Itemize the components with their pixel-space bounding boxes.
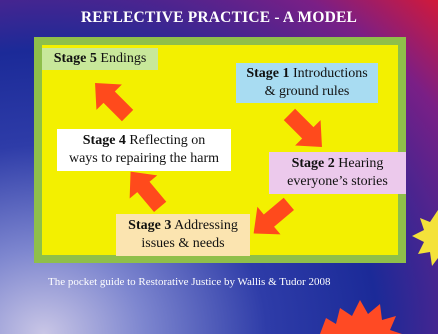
stage-4-label: Stage 4: [82, 133, 126, 148]
stage-3-label: Stage 3: [128, 218, 172, 233]
stage-3-box: Stage 3 Addressing issues & needs: [116, 214, 250, 256]
stage-2-text-line2: everyone’s stories: [287, 174, 388, 189]
red-starburst-shape: [320, 300, 402, 334]
stage-2-label: Stage 2: [291, 156, 335, 171]
stage-5-text: Endings: [100, 51, 147, 66]
source-citation: The pocket guide to Restorative Justice …: [48, 276, 331, 288]
stage-5-box: Stage 5 Endings: [42, 48, 158, 70]
arrow-stage3-to-stage4: [129, 171, 167, 212]
arrow-stage4-to-stage5: [95, 83, 134, 122]
arrow-stage1-to-stage2: [283, 108, 322, 147]
stage-1-box: Stage 1 Introductions & ground rules: [236, 63, 378, 103]
stage-5-label: Stage 5: [53, 51, 97, 66]
stage-2-text-line1: Hearing: [338, 156, 384, 171]
stage-1-text-line2: & ground rules: [264, 84, 350, 99]
stage-4-text-line2: ways to repairing the harm: [68, 151, 220, 166]
stage-4-text-line1: Reflecting on: [129, 133, 206, 148]
yellow-starburst-shape: [412, 210, 438, 266]
arrow-stage2-to-stage3: [253, 197, 294, 235]
stage-3-text-line1: Addressing: [174, 218, 238, 233]
slide-title: REFLECTIVE PRACTICE - A MODEL: [80, 9, 358, 26]
stage-4-box: Stage 4 Reflecting on ways to repairing …: [57, 129, 231, 171]
stage-3-text-line2: issues & needs: [141, 236, 225, 251]
stage-1-label: Stage 1: [246, 66, 290, 81]
stage-1-text-line1: Introductions: [293, 66, 368, 81]
stage-2-box: Stage 2 Hearing everyone’s stories: [269, 152, 406, 194]
